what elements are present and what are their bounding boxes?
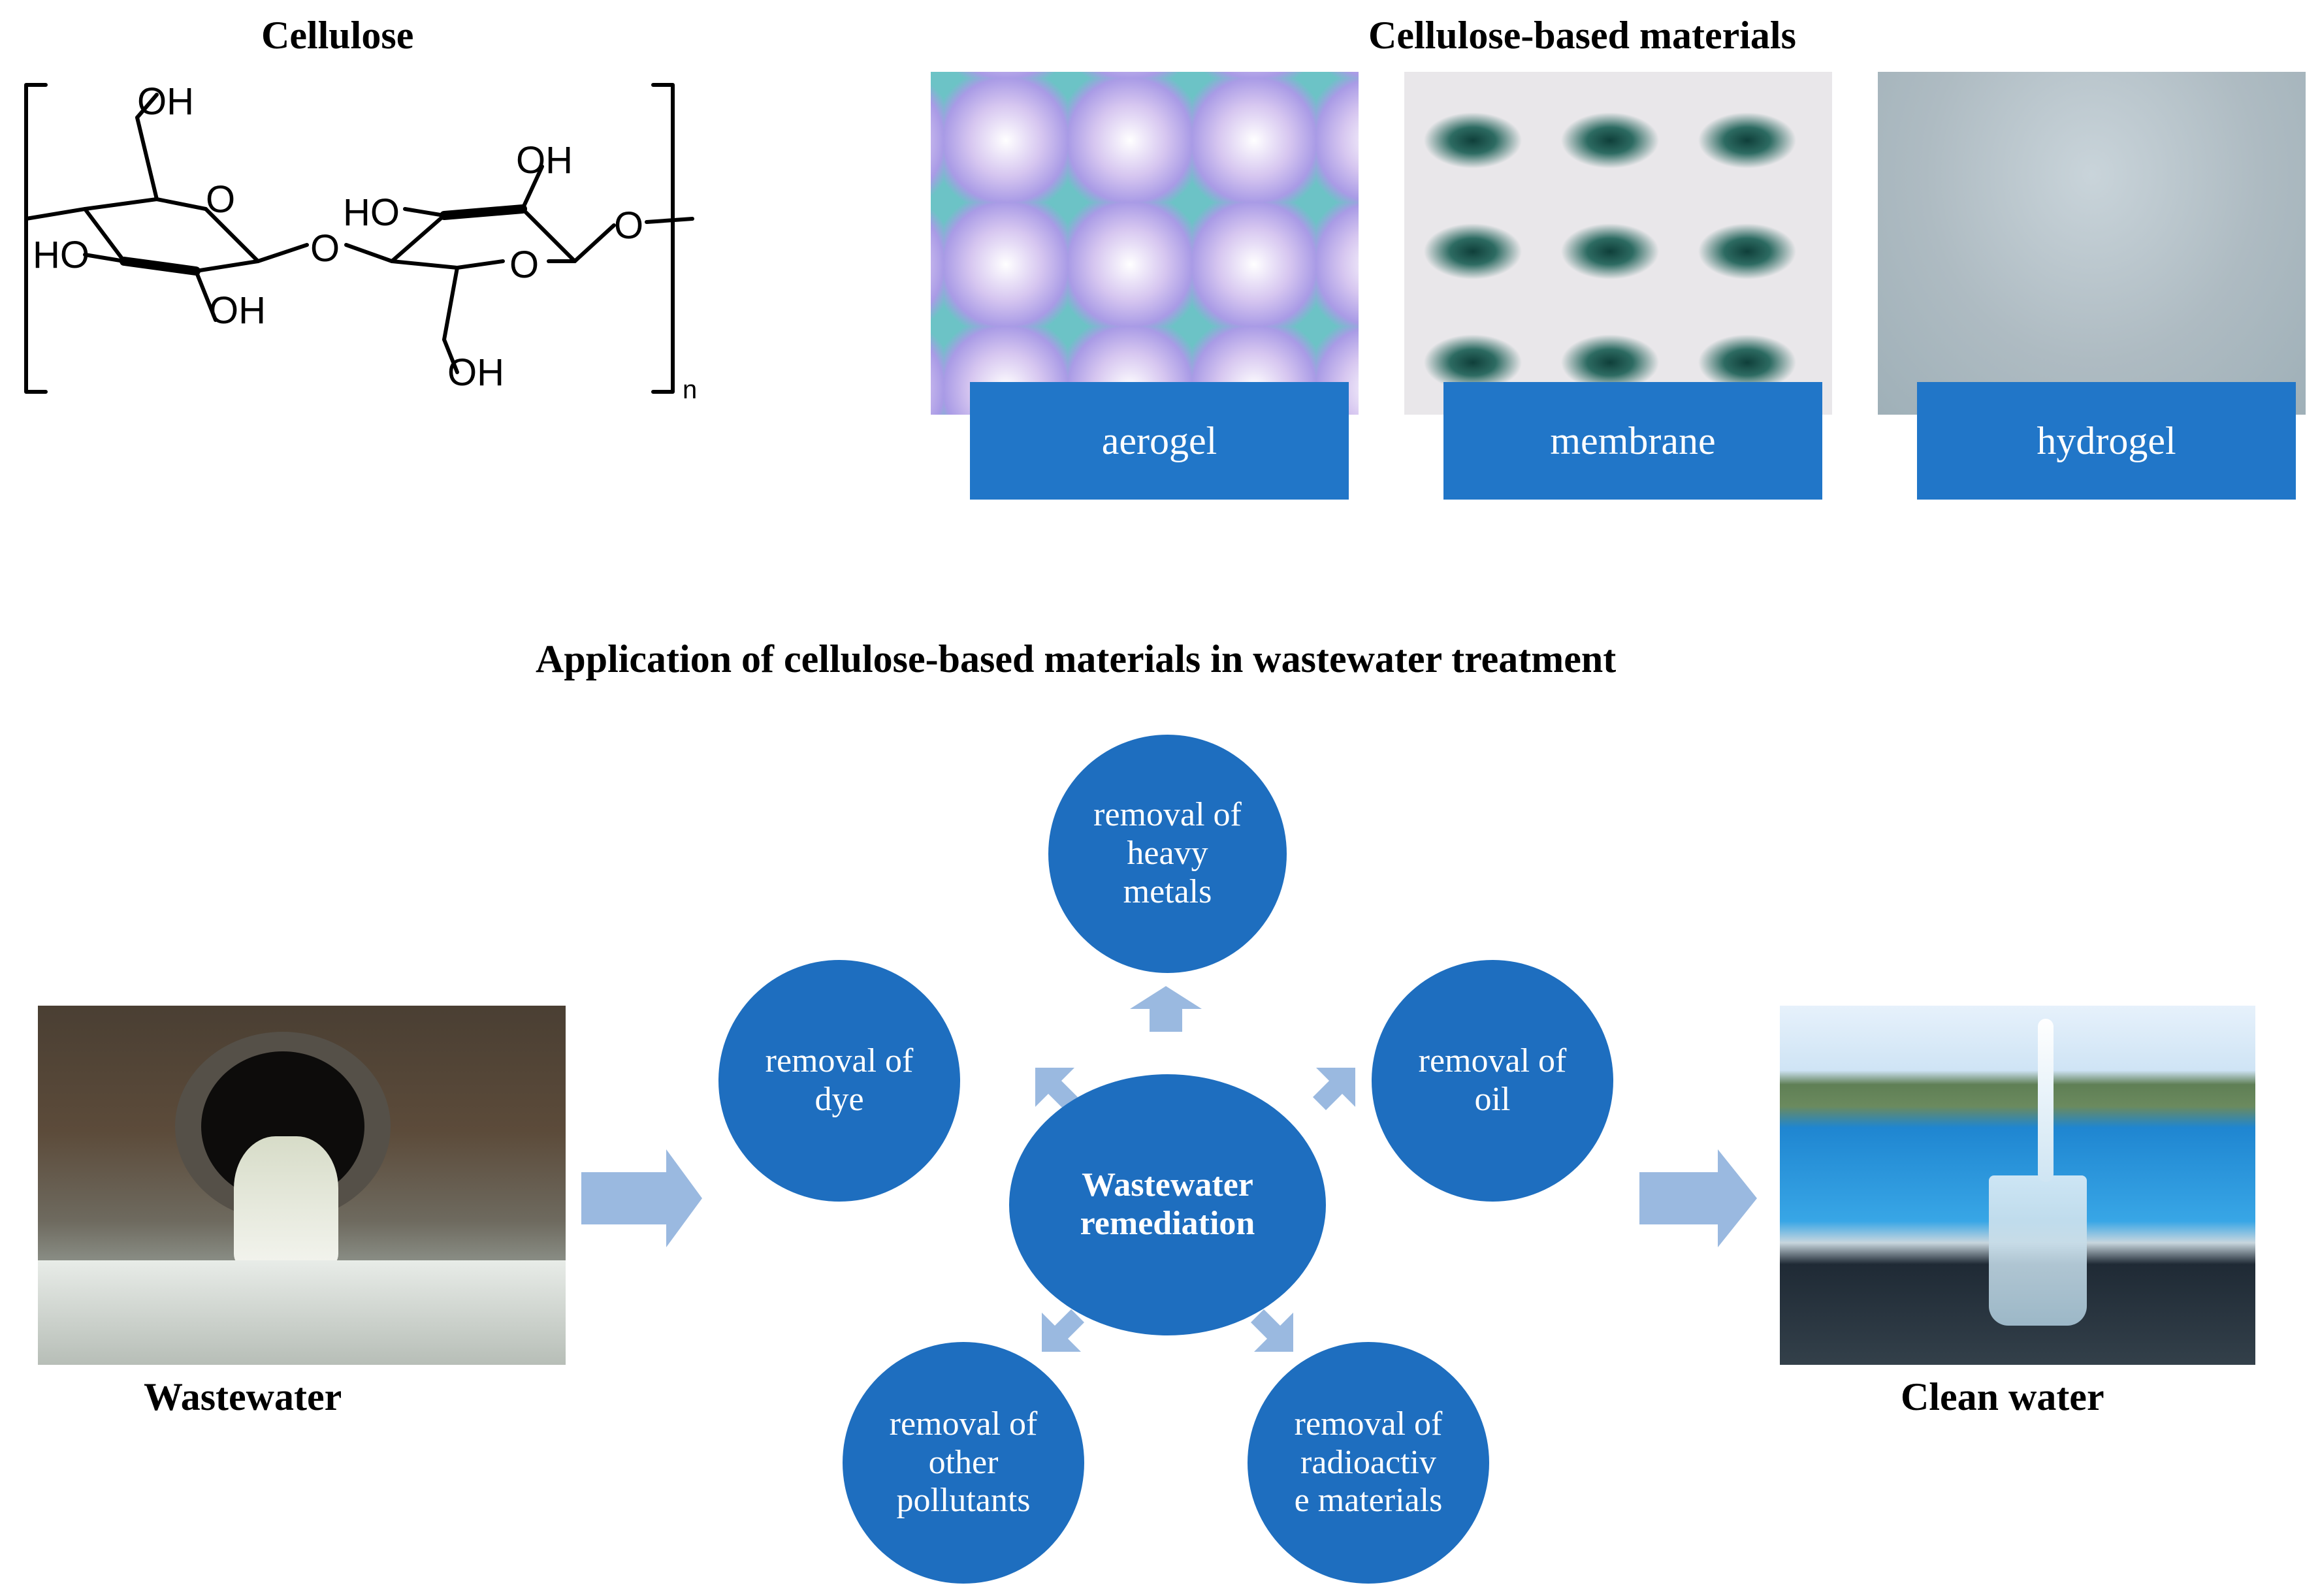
arrow-up (1130, 986, 1202, 1032)
arrow-downright (1251, 1309, 1293, 1352)
atom-oh-top-left: OH (137, 80, 194, 123)
atom-o-end: O (614, 204, 643, 247)
arrow-downleft (1042, 1309, 1084, 1352)
arrow-in (581, 1149, 702, 1247)
arrow-upright (1313, 1068, 1355, 1110)
heavy-metals-text: removal of heavy metals (1093, 796, 1242, 910)
hydrogel-micrograph (1878, 72, 2306, 415)
wastewater-caption: Wastewater (144, 1375, 342, 1418)
clean-water-glass-photo (1780, 1006, 2255, 1365)
remediation-text: Wastewater remediation (1080, 1166, 1255, 1242)
other-pollutants-text: removal of other pollutants (889, 1405, 1038, 1520)
atom-o-ring-right: O (509, 244, 539, 286)
materials-title: Cellulose-based materials (1368, 14, 1796, 57)
subscript-n: n (683, 375, 697, 404)
cellulose-structure: OH O HO OH O HO OH O O OH n (24, 80, 697, 404)
atom-oh-bottom-left: OH (209, 289, 266, 332)
membrane-label: membrane (1443, 382, 1822, 500)
circle-remediation: Wastewater remediation (1009, 1074, 1326, 1335)
aerogel-label: aerogel (970, 382, 1349, 500)
oil-text: removal of oil (1418, 1042, 1567, 1118)
circle-other-pollutants: removal of other pollutants (843, 1342, 1084, 1584)
atom-o-ring-left: O (206, 178, 235, 221)
atom-oh-top-right: OH (516, 139, 573, 182)
aerogel-micrograph (931, 72, 1359, 415)
atom-oh-bottom-right: OH (447, 351, 504, 394)
circle-radioactive: removal of radioactiv e materials (1248, 1342, 1489, 1584)
cellulose-title: Cellulose (261, 14, 414, 57)
dye-text: removal of dye (765, 1042, 914, 1118)
hydrogel-label: hydrogel (1917, 382, 2296, 500)
circle-oil: removal of oil (1372, 960, 1613, 1202)
clean-water-caption: Clean water (1901, 1375, 2104, 1418)
radioactive-text: removal of radioactiv e materials (1294, 1405, 1443, 1520)
atom-o-bridge: O (310, 227, 340, 270)
membrane-micrograph (1404, 72, 1832, 415)
atom-ho-mid: HO (343, 191, 400, 234)
circle-heavy-metals: removal of heavy metals (1048, 735, 1287, 973)
wastewater-pipe-photo (38, 1006, 566, 1365)
arrow-out (1639, 1149, 1757, 1247)
circle-dye: removal of dye (718, 960, 960, 1202)
arrow-upleft (1035, 1068, 1078, 1110)
application-title: Application of cellulose-based materials… (536, 637, 1617, 680)
atom-ho-left: HO (33, 234, 89, 276)
